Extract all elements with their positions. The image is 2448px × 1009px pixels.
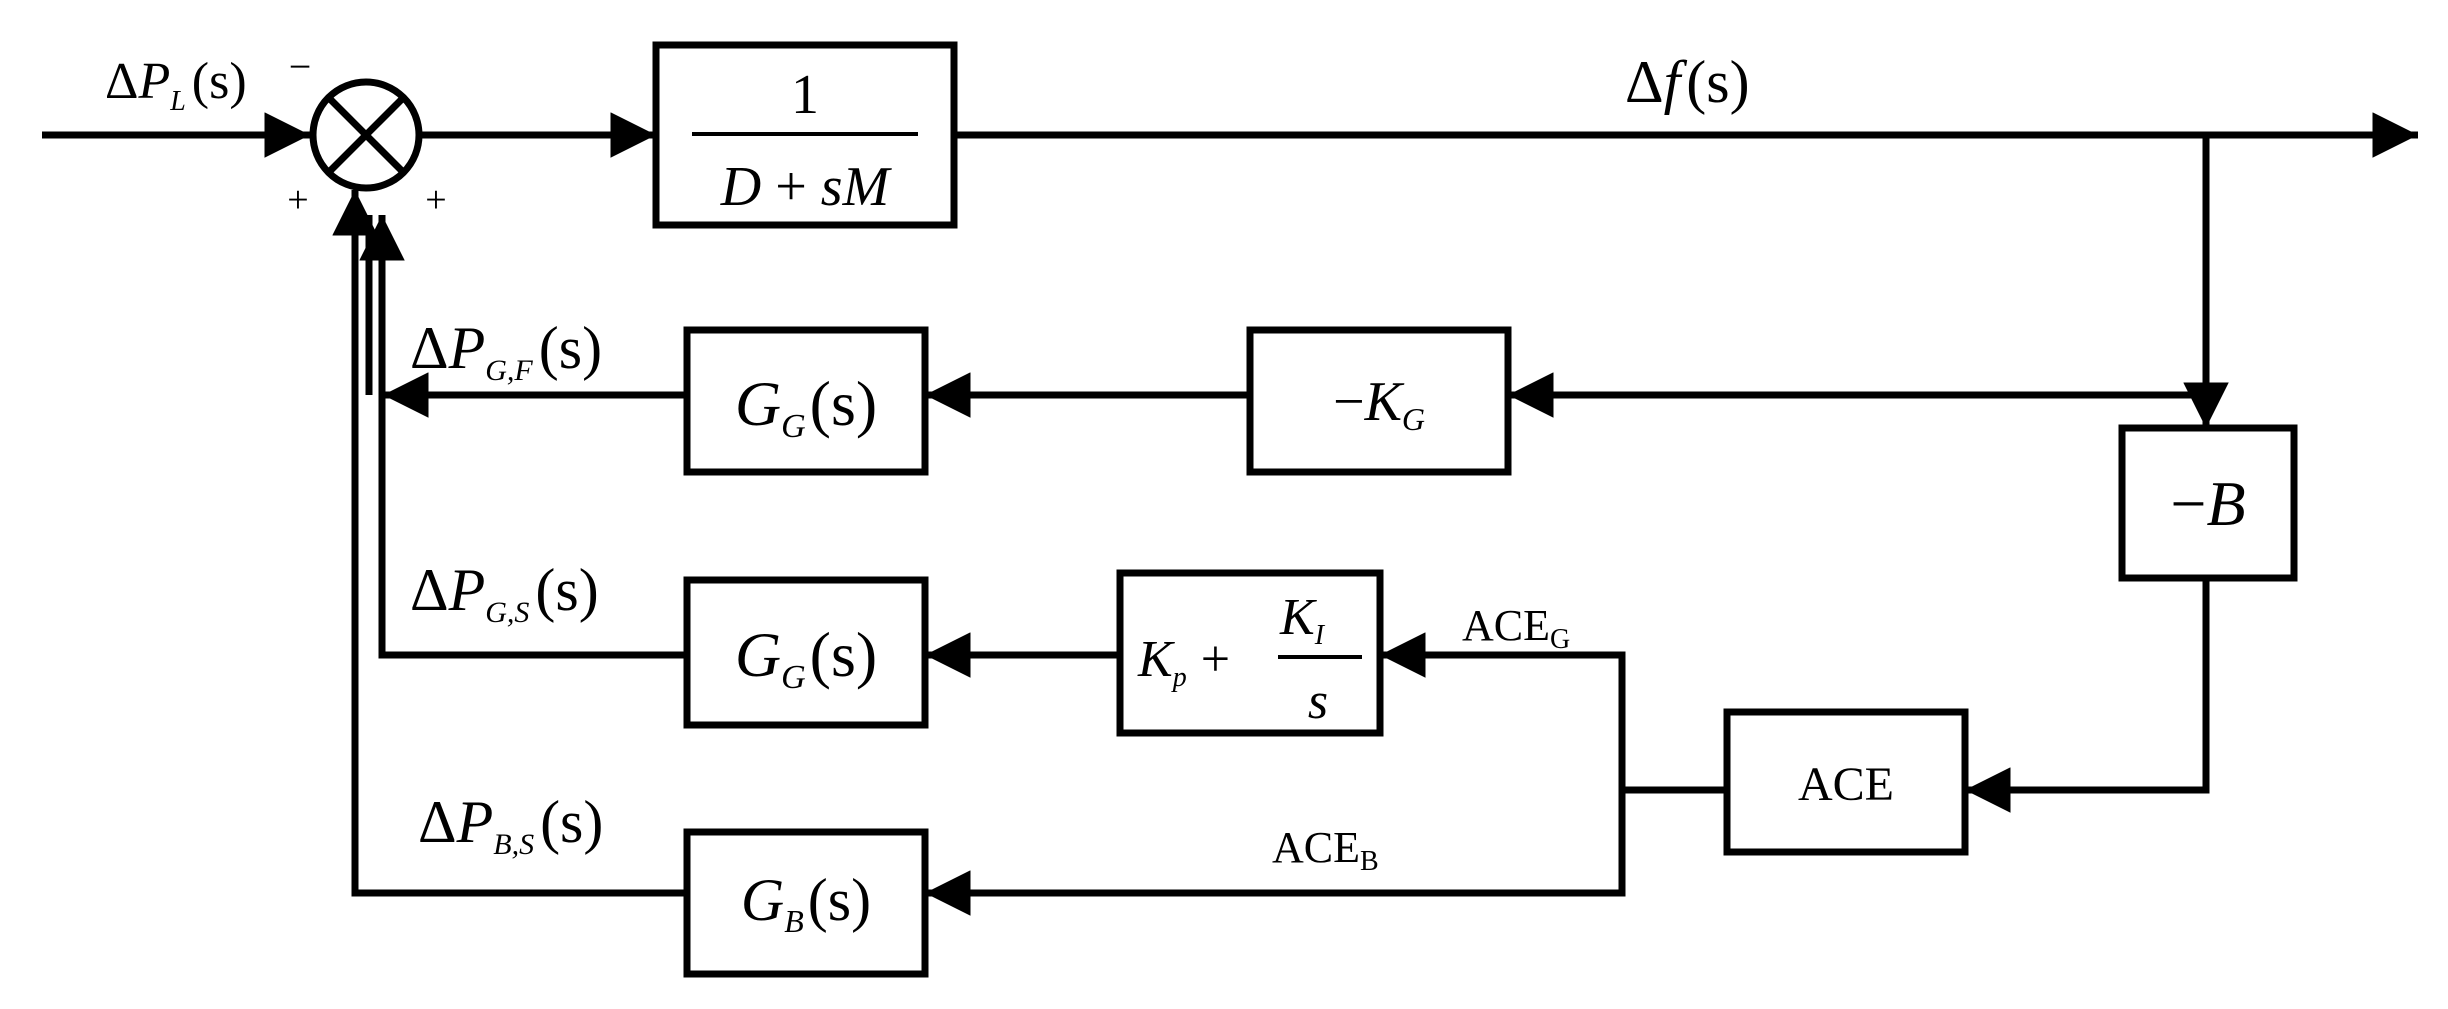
wire-gb-to-sum: [332, 190, 687, 897]
kg-block-border: [1246, 326, 1512, 476]
gg-block-1-border: [683, 326, 929, 476]
b-block-label: −B: [2170, 468, 2245, 539]
gg-block-2: GG(s): [683, 576, 929, 729]
sign-plus-left: +: [287, 179, 308, 221]
gg-block-1-label: GG(s): [735, 368, 877, 445]
summing-junction: − + +: [287, 44, 446, 221]
label-delta-pgf: ΔPG,F(s): [410, 315, 602, 387]
label-delta-pbs: ΔPB,S(s): [418, 789, 603, 861]
label-ace-b: ACEB: [1272, 823, 1379, 877]
ace-block-label: ACE: [1798, 758, 1894, 811]
label-ace-g: ACEG: [1462, 601, 1570, 655]
gb-block-label: GB(s): [741, 867, 871, 939]
ace-block: ACE: [1723, 708, 1969, 856]
kg-block-label: −KG: [1333, 371, 1425, 437]
label-output-delta-f: Δf(s): [1625, 49, 1750, 115]
pi-block-kp: Kp+: [1137, 631, 1230, 693]
plant-denominator: D + sM: [720, 156, 893, 218]
b-block: −B: [2118, 424, 2298, 582]
gg-block-2-border: [683, 576, 929, 729]
pi-block-border: [1116, 569, 1384, 737]
label-input-delta-pl: ΔPL(s): [105, 53, 247, 117]
gb-block: GB(s): [683, 828, 929, 978]
plant-numerator: 1: [791, 64, 819, 126]
wire-junction-to-pi: [1380, 632, 1626, 790]
pi-block-ki: KI: [1279, 589, 1326, 651]
pi-block: Kp+ KI s: [1116, 569, 1384, 737]
pi-block-den: s: [1308, 673, 1328, 730]
wire-gg2-to-sum: [359, 215, 687, 659]
sign-minus-top: −: [289, 44, 312, 89]
label-delta-pgs: ΔPG,S(s): [410, 557, 599, 629]
ace-block-border: [1723, 708, 1969, 856]
wire-junction-to-gb: [925, 790, 1626, 916]
plant-block: 1 D + sM: [652, 41, 958, 229]
summing-junction-cross-b: [326, 95, 406, 175]
wire-b-to-ace: [1965, 578, 2210, 813]
sign-plus-right: +: [425, 179, 446, 221]
gb-block-border: [683, 828, 929, 978]
signal-lines: [42, 112, 2418, 916]
kg-block: −KG: [1246, 326, 1512, 476]
gg-block-1: GG(s): [683, 326, 929, 476]
gg-block-2-label: GG(s): [735, 619, 877, 696]
b-block-border: [2118, 424, 2298, 582]
